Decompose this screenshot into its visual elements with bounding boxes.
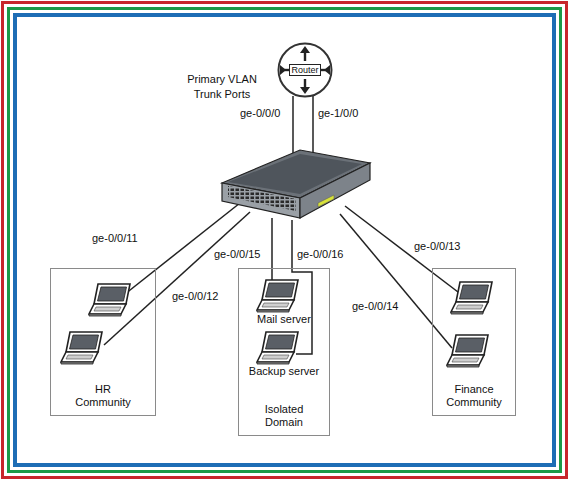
device-name: Mail server: [257, 313, 311, 326]
port-label: ge-0/0/16: [297, 248, 343, 261]
port-label: ge-0/0/11: [92, 232, 138, 245]
device-label: Backup server: [239, 365, 329, 381]
group-name: HR Community: [72, 383, 134, 409]
group-name: Finance Community: [443, 383, 505, 409]
device-label: Mail server: [239, 313, 329, 329]
group-box: Isolated Domain Mail serverBackup server: [238, 268, 330, 436]
device-name: Backup server: [249, 365, 319, 378]
port-caption: Primary VLAN Trunk Ports: [180, 72, 264, 102]
outer-frame: [3, 3, 567, 478]
switch: [222, 150, 370, 218]
port-label: ge-0/0/12: [172, 290, 218, 303]
laptop-icons: [61, 280, 492, 367]
port-label: ge-1/0/0: [318, 107, 358, 120]
port-label: ge-0/0/15: [214, 248, 260, 261]
port-label: ge-0/0/13: [414, 240, 460, 253]
router-node: Router: [277, 42, 333, 98]
inner-frame: [15, 15, 554, 465]
port-label: ge-0/0/0: [240, 107, 280, 120]
group-box: HR Community: [50, 268, 156, 416]
port-label: ge-0/0/14: [352, 300, 398, 313]
wires: [104, 95, 458, 354]
middle-frame: [9, 9, 561, 472]
group-name: Isolated Domain: [256, 403, 312, 429]
group-box: Finance Community: [432, 268, 516, 416]
router-name: Router: [289, 64, 320, 76]
